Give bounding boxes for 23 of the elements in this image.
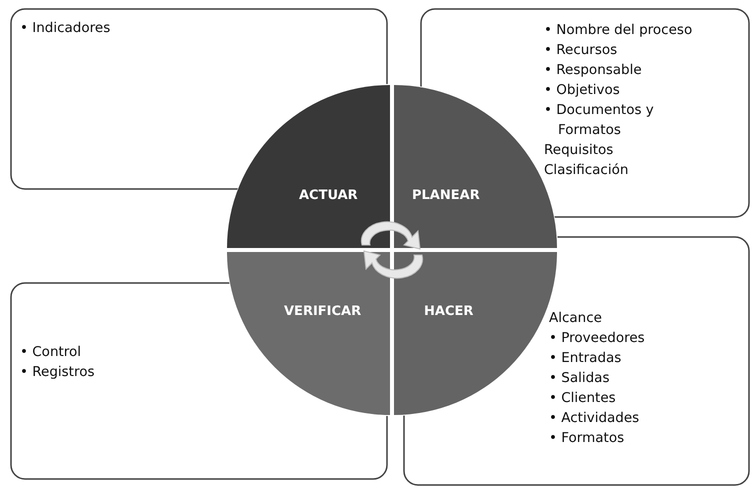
stage-label: HACER [424,304,474,319]
list-item: • Responsable [544,61,643,80]
list-item: • Actividades [549,409,640,428]
list-item: • Salidas [549,369,610,388]
list-item: • Proveedores [549,329,646,348]
list-item: • Clientes [549,389,617,408]
list-item: Alcance [549,309,602,328]
list-item: • Documentos y Formatos [544,101,655,140]
list-item: • Nombre del proceso [544,21,692,40]
list-item: • Control [20,343,82,362]
stage-label: ACTUAR [299,188,358,203]
list-item: • Registros [20,363,96,382]
list-item: • Entradas [549,349,622,368]
stage-label: PLANEAR [412,188,480,203]
list-item: • Objetivos [544,81,621,100]
quadrant-sector [227,252,390,415]
quadrant-sector [227,85,390,248]
list-item: • Recursos [544,41,618,60]
list-item: • Indicadores [20,19,112,38]
list-item: Requisitos [544,141,614,160]
list-item: • Formatos [549,429,626,448]
list-item: Clasificación [544,161,628,180]
stage-label: VERIFICAR [284,304,362,319]
